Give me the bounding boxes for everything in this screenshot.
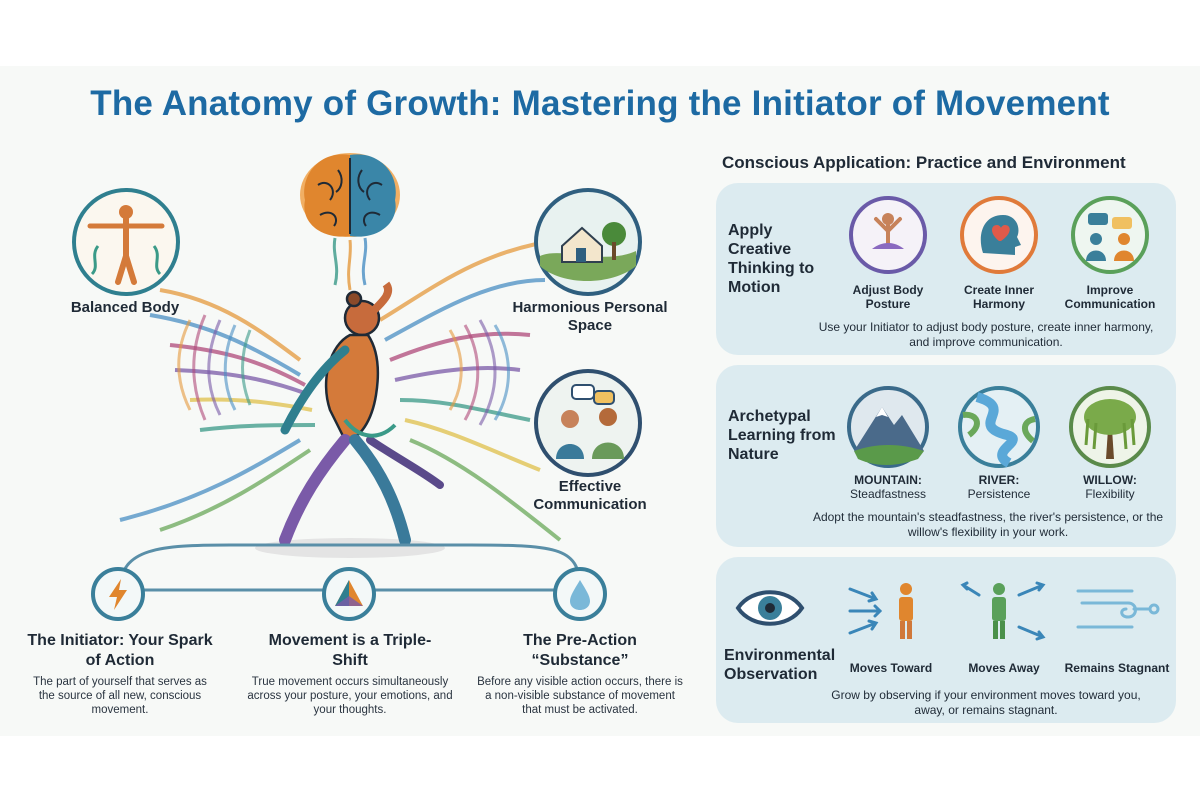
panel-3-item-3-label: Remains Stagnant — [1064, 661, 1170, 675]
panel-3-item-1-label: Moves Toward — [849, 661, 933, 675]
meditation-icon — [848, 195, 928, 275]
panel-3-caption: Grow by observing if your environment mo… — [831, 688, 1141, 717]
movement-illustration — [118, 153, 582, 592]
step-2-description: True movement occurs simultaneously acro… — [247, 676, 453, 716]
lightning-icon — [90, 566, 146, 622]
balanced-body-label: Balanced Body — [70, 299, 180, 316]
panel-2-title: Archetypal Learning from Nature — [728, 408, 836, 463]
panel-creative-thinking: Apply Creative Thinking to Motion Adjust… — [716, 183, 1176, 355]
river-title: RIVER: — [978, 473, 1020, 487]
section-heading: Conscious Application: Practice and Envi… — [722, 153, 1126, 172]
communication-icon — [532, 367, 644, 479]
panel-3-title: Environmental Observation — [724, 647, 836, 683]
mountain-title: MOUNTAIN: — [854, 473, 922, 487]
panel-1-item-3-label: Improve Communication — [1064, 283, 1156, 311]
eye-icon — [734, 583, 806, 633]
river-icon — [957, 385, 1041, 469]
step-3-title: The Pre-Action “Substance” — [523, 632, 637, 669]
heart-head-icon — [959, 195, 1039, 275]
energy-arcs-left — [177, 314, 252, 421]
panel-2-item-2-label: RIVER: Persistence — [944, 473, 1054, 501]
communication-label: Effective Communication — [533, 478, 647, 513]
dancer-figure — [255, 281, 445, 558]
moves-toward-icon — [846, 575, 936, 645]
panel-2-item-1-label: MOUNTAIN: Steadfastness — [833, 473, 943, 501]
droplet-icon — [552, 566, 608, 622]
mountain-quality: Steadfastness — [849, 487, 927, 501]
step-1-title: The Initiator: Your Spark of Action — [27, 632, 213, 669]
mountain-icon — [846, 385, 930, 469]
panel-1-title: Apply Creative Thinking to Motion — [728, 222, 815, 296]
panel-3-item-2-label: Moves Away — [968, 661, 1040, 675]
step-3-description: Before any visible action occurs, there … — [477, 676, 683, 716]
conversation-icon — [1070, 195, 1150, 275]
panel-environment: Environmental Observation Moves Toward — [716, 557, 1176, 723]
moves-away-icon — [959, 575, 1049, 645]
willow-icon — [1068, 385, 1152, 469]
energy-waves-right — [378, 238, 562, 542]
panel-nature-learning: Archetypal Learning from Nature MOUNTAIN… — [716, 365, 1176, 547]
page-title: The Anatomy of Growth: Mastering the Ini… — [90, 84, 1110, 123]
energy-arcs-right — [448, 319, 510, 426]
step-2-title: Movement is a Triple-Shift — [268, 632, 432, 669]
river-quality: Persistence — [967, 487, 1031, 501]
brain-icon — [300, 153, 400, 291]
willow-title: WILLOW: — [1083, 473, 1137, 487]
home-icon — [532, 186, 644, 298]
balanced-body-icon — [70, 186, 182, 298]
panel-2-caption: Adopt the mountain's steadfastness, the … — [812, 510, 1164, 539]
triangle-icon — [321, 566, 377, 622]
energy-waves-left — [119, 288, 316, 532]
willow-quality: Flexibility — [1085, 487, 1135, 501]
panel-1-item-1-label: Adjust Body Posture — [852, 283, 924, 311]
step-1-description: The part of yourself that serves as the … — [33, 676, 207, 716]
panel-1-item-2-label: Create Inner Harmony — [963, 283, 1035, 311]
personal-space-label: Harmonious Personal Space — [512, 299, 668, 334]
panel-1-caption: Use your Initiator to adjust body postur… — [818, 320, 1154, 349]
stagnant-icon — [1072, 575, 1162, 645]
panel-2-item-3-label: WILLOW: Flexibility — [1055, 473, 1165, 501]
